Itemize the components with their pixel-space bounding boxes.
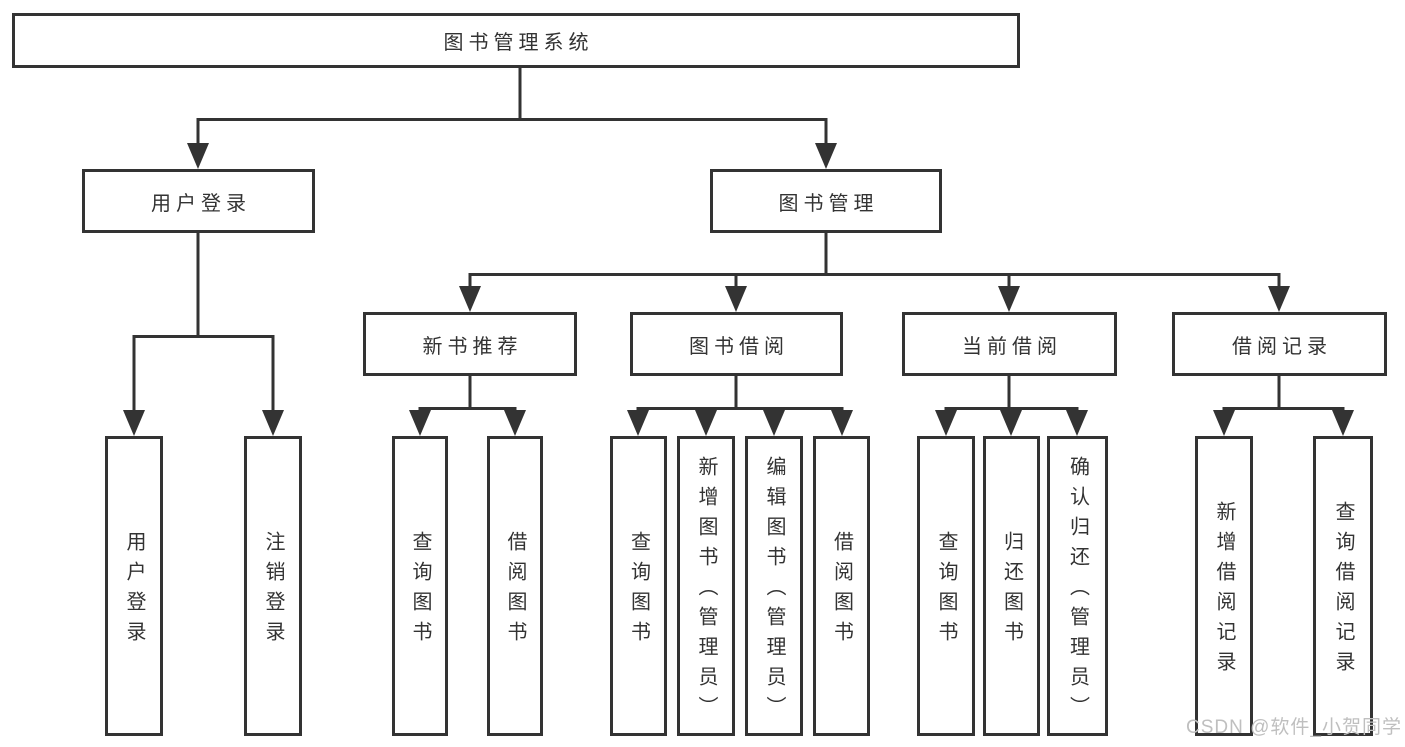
connector-book-management-to-level3 xyxy=(459,232,1290,312)
connector-borrowing-records-to-leaves xyxy=(1213,374,1354,436)
leaf-label: 查询借阅记录 xyxy=(1332,501,1354,681)
leaf-user-login: 用户登录 xyxy=(105,436,163,736)
leaf-label: 查询图书 xyxy=(627,531,650,651)
arrowhead-icon xyxy=(998,286,1020,312)
node-label: 借阅记录 xyxy=(1232,335,1332,358)
arrowhead-icon xyxy=(1268,286,1290,312)
leaf-borrow-books-borrowing: 借阅图书 xyxy=(813,436,870,736)
leaf-label: 新增借阅记录 xyxy=(1213,501,1235,681)
connector-book-borrowing-to-leaves xyxy=(627,374,853,436)
node-label: 图书管理系统 xyxy=(443,32,594,54)
node-label: 当前借阅 xyxy=(962,335,1062,358)
leaf-query-books-borrowing: 查询图书 xyxy=(610,436,667,736)
node-book-borrowing: 图书借阅 xyxy=(630,312,843,376)
watermark: CSDN @软件_小贺同学 xyxy=(1186,717,1402,738)
arrowhead-icon xyxy=(459,286,481,312)
arrowhead-icon xyxy=(695,410,717,436)
leaf-label: 归还图书 xyxy=(1000,531,1023,651)
arrowhead-icon xyxy=(1213,410,1235,436)
arrowhead-icon xyxy=(262,410,284,436)
node-borrowing-records: 借阅记录 xyxy=(1172,312,1387,376)
leaf-add-borrow-record: 新增借阅记录 xyxy=(1195,436,1253,736)
node-user-login: 用户登录 xyxy=(82,169,315,233)
connector-user-login-to-leaves xyxy=(123,231,284,436)
node-label: 用户登录 xyxy=(151,192,251,215)
node-new-book-recommend: 新书推荐 xyxy=(363,312,577,376)
arrowhead-icon xyxy=(831,410,853,436)
leaf-label: 注销登录 xyxy=(262,531,284,651)
leaf-label: 编辑图书（管理员） xyxy=(763,456,785,726)
node-label: 图书管理 xyxy=(778,192,879,215)
leaf-query-books-recommend: 查询图书 xyxy=(392,436,448,736)
arrowhead-icon xyxy=(935,410,957,436)
leaf-label: 查询图书 xyxy=(409,531,431,651)
leaf-query-borrow-record: 查询借阅记录 xyxy=(1313,436,1373,736)
node-root-system: 图书管理系统 xyxy=(12,13,1020,68)
leaf-label: 借阅图书 xyxy=(830,531,853,651)
arrowhead-icon xyxy=(409,410,431,436)
leaf-query-books-current: 查询图书 xyxy=(917,436,975,736)
leaf-label: 借阅图书 xyxy=(504,531,526,651)
connector-current-borrowing-to-leaves xyxy=(935,374,1088,436)
arrowhead-icon xyxy=(187,143,209,169)
arrowhead-icon xyxy=(725,286,747,312)
arrowhead-icon xyxy=(1000,410,1022,436)
node-label: 新书推荐 xyxy=(422,335,523,358)
leaf-add-books-admin: 新增图书（管理员） xyxy=(677,436,735,736)
arrowhead-icon xyxy=(627,410,649,436)
arrowhead-icon xyxy=(1332,410,1354,436)
leaf-label: 用户登录 xyxy=(123,531,145,651)
leaf-logout: 注销登录 xyxy=(244,436,302,736)
arrowhead-icon xyxy=(815,143,837,169)
leaf-borrow-books-recommend: 借阅图书 xyxy=(487,436,543,736)
node-book-management: 图书管理 xyxy=(710,169,942,233)
leaf-label: 确认归还（管理员） xyxy=(1066,456,1089,726)
leaf-label: 查询图书 xyxy=(935,531,957,651)
arrowhead-icon xyxy=(504,410,526,436)
arrowhead-icon xyxy=(1066,410,1088,436)
leaf-label: 新增图书（管理员） xyxy=(695,456,717,726)
node-current-borrowing: 当前借阅 xyxy=(902,312,1117,376)
node-label: 图书借阅 xyxy=(689,335,789,358)
leaf-confirm-return-admin: 确认归还（管理员） xyxy=(1047,436,1108,736)
arrowhead-icon xyxy=(763,410,785,436)
connector-root-to-level2 xyxy=(187,66,837,169)
leaf-return-books: 归还图书 xyxy=(983,436,1040,736)
connector-new-book-recommend-to-leaves xyxy=(409,374,526,436)
arrowhead-icon xyxy=(123,410,145,436)
leaf-edit-books-admin: 编辑图书（管理员） xyxy=(745,436,803,736)
